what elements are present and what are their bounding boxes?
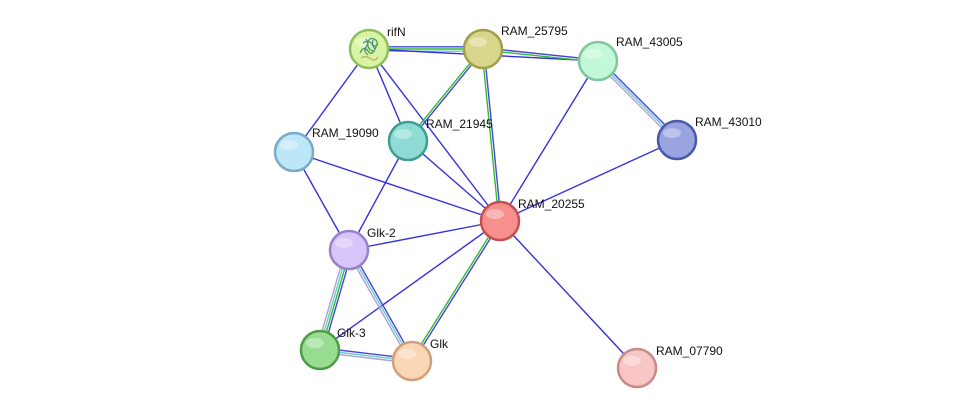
node-Glk[interactable] (391, 340, 433, 382)
node-highlight (306, 338, 324, 348)
node-label-Glk-3: Glk-3 (337, 326, 366, 340)
node-circle (577, 40, 619, 82)
node-highlight (469, 37, 487, 47)
edge-RAM_20255-Glk-2[interactable] (348, 220, 501, 251)
node-label-RAM_19090: RAM_19090 (312, 126, 379, 140)
node-circle (299, 329, 341, 371)
edge-rifN-RAM_19090[interactable] (293, 48, 370, 153)
edge-evidence-line (293, 48, 370, 153)
edge-Glk-2-Glk[interactable] (346, 248, 415, 363)
node-label-rifN: rifN (387, 25, 406, 39)
node-label-RAM_21945: RAM_21945 (426, 117, 493, 131)
edge-RAM_43005-RAM_20255[interactable] (499, 60, 599, 222)
edge-RAM_20255-Glk[interactable] (410, 220, 502, 362)
node-circle (391, 340, 433, 382)
edge-evidence-line (348, 140, 409, 251)
node-label-Glk: Glk (430, 337, 449, 351)
edge-evidence-line (348, 249, 413, 362)
node-Glk-2[interactable] (328, 229, 370, 271)
edge-RAM_20255-Glk-3[interactable] (319, 220, 501, 351)
edge-evidence-line (348, 220, 501, 251)
node-RAM_19090[interactable] (273, 131, 315, 173)
node-circle (616, 347, 658, 389)
edge-evidence-line (481, 49, 500, 222)
node-circle (387, 120, 429, 162)
node-circle (462, 28, 504, 70)
edge-evidence-line (499, 60, 599, 222)
node-highlight (663, 128, 681, 138)
node-circle (273, 131, 315, 173)
edge-evidence-line (350, 248, 415, 361)
node-highlight (584, 49, 602, 59)
edge-evidence-line (407, 140, 501, 222)
edge-RAM_21945-RAM_20255[interactable] (407, 140, 501, 222)
node-highlight (394, 129, 412, 139)
edge-evidence-line (412, 221, 502, 362)
node-RAM_25795[interactable] (462, 28, 504, 70)
node-rifN[interactable] (348, 28, 390, 70)
edge-evidence-line (346, 250, 411, 363)
node-Glk-3[interactable] (299, 329, 341, 371)
edge-RAM_19090-RAM_20255[interactable] (293, 151, 501, 222)
node-RAM_20255[interactable] (479, 200, 521, 242)
edge-evidence-line (410, 220, 500, 361)
node-label-Glk-2: Glk-2 (367, 226, 396, 240)
node-RAM_07790[interactable] (616, 347, 658, 389)
node-label-RAM_07790: RAM_07790 (656, 344, 723, 358)
node-label-RAM_20255: RAM_20255 (518, 197, 585, 211)
node-label-RAM_43010: RAM_43010 (695, 115, 762, 129)
node-RAM_43010[interactable] (656, 119, 698, 161)
node-circle (479, 200, 521, 242)
edge-evidence-line (368, 48, 501, 222)
edge-evidence-line (499, 139, 678, 222)
node-label-RAM_25795: RAM_25795 (501, 24, 568, 38)
node-RAM_21945[interactable] (387, 120, 429, 162)
node-circle (328, 229, 370, 271)
node-highlight (623, 356, 641, 366)
edge-evidence-line (293, 151, 501, 222)
edge-RAM_20255-RAM_07790[interactable] (499, 220, 638, 369)
node-label-RAM_43005: RAM_43005 (616, 35, 683, 49)
node-layer (273, 28, 698, 389)
edge-RAM_25795-RAM_20255[interactable] (481, 48, 502, 222)
edge-rifN-RAM_20255[interactable] (368, 48, 501, 222)
edge-evidence-line (499, 220, 638, 369)
node-highlight (398, 349, 416, 359)
node-circle (656, 119, 698, 161)
node-highlight (335, 238, 353, 248)
label-layer: rifN RAM_25795RAM_43005RAM_43010RAM_19090… (312, 24, 762, 358)
node-RAM_43005[interactable] (577, 40, 619, 82)
edge-evidence-line (319, 220, 501, 351)
edge-RAM_43010-RAM_20255[interactable] (499, 139, 678, 222)
protein-structure-icon (359, 37, 379, 61)
node-highlight (486, 209, 504, 219)
edge-evidence-line (483, 48, 502, 221)
node-highlight (280, 140, 298, 150)
edge-RAM_21945-Glk-2[interactable] (348, 140, 409, 251)
